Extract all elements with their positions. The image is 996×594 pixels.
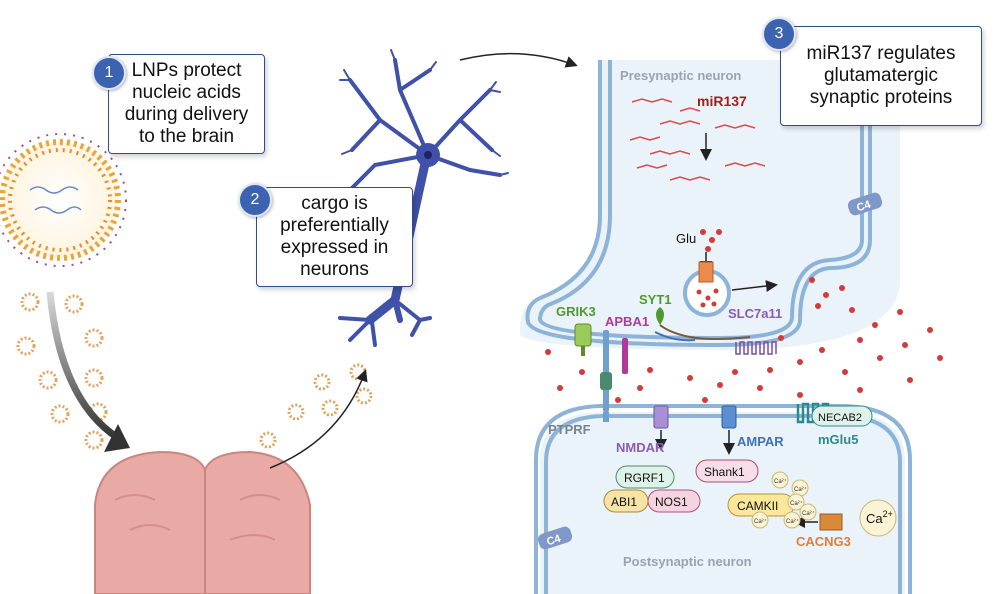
ampar-label: AMPAR bbox=[737, 434, 784, 449]
synaptic-vesicle bbox=[683, 261, 731, 317]
ca-large-circle bbox=[859, 499, 897, 537]
necab2-box bbox=[811, 405, 873, 427]
step-3-line-1: miR137 regulates bbox=[806, 43, 956, 64]
brain-illustration bbox=[94, 450, 311, 594]
camkii-label: CAMKII bbox=[737, 499, 778, 513]
step-2-line-1: cargo is bbox=[301, 193, 368, 214]
ca-small-1: Ca²⁺ bbox=[774, 478, 787, 485]
c4-tag-bottom-shape bbox=[537, 526, 573, 550]
step-1-line-1: LNPs protect bbox=[131, 60, 242, 81]
step-1-box: LNPs protect nucleic acids during delive… bbox=[108, 54, 265, 154]
step-3-line-3: synaptic proteins bbox=[809, 87, 953, 108]
ca-small-circles bbox=[751, 471, 817, 529]
syt1-protein bbox=[654, 307, 751, 342]
brain-to-neuron-arrow bbox=[269, 369, 368, 469]
vesicle-release-arrow bbox=[731, 280, 778, 292]
rgrf1-label: RGRF1 bbox=[624, 471, 665, 485]
ca-small-5: Ca²⁺ bbox=[754, 518, 767, 525]
glutamate-dots-cleft bbox=[545, 277, 943, 403]
apba1-protein bbox=[600, 330, 628, 412]
step-1-line-3: during delivery bbox=[124, 104, 249, 125]
step-2-line-2: preferentially bbox=[280, 215, 389, 236]
grik3-label: GRIK3 bbox=[556, 304, 596, 319]
step-2-box: cargo is preferentially expressed in neu… bbox=[256, 187, 413, 287]
ampar-receptor bbox=[721, 405, 737, 455]
syt1-label: SYT1 bbox=[639, 292, 672, 307]
presynaptic-terminal bbox=[520, 60, 900, 350]
grik3-receptor bbox=[574, 323, 592, 356]
cacng3-label: CACNG3 bbox=[796, 534, 851, 549]
apba1-label: APBA1 bbox=[605, 314, 649, 329]
c4-tag-top-shape bbox=[847, 192, 883, 216]
nmdar-receptor bbox=[653, 405, 669, 451]
step-1-badge: 1 bbox=[92, 56, 126, 90]
rgrf1-box bbox=[615, 465, 675, 489]
abi1-label: ABI1 bbox=[611, 495, 637, 509]
step-3-line-2: glutamatergic bbox=[823, 65, 939, 86]
lipid-nanoparticle bbox=[0, 133, 127, 267]
ca-large-label: Ca2+ bbox=[866, 509, 893, 526]
postsynaptic-terminal bbox=[534, 404, 912, 594]
necab2-label: NECAB2 bbox=[818, 412, 862, 424]
glu-label: Glu bbox=[676, 231, 696, 246]
step-1-line-4: to the brain bbox=[138, 126, 235, 147]
nos1-label: NOS1 bbox=[655, 495, 688, 509]
ptprf-label: PTPRF bbox=[548, 422, 591, 437]
ca-small-3: Ca²⁺ bbox=[790, 500, 803, 507]
delivery-arrowhead bbox=[104, 424, 130, 452]
step-2-line-4: neurons bbox=[300, 259, 369, 280]
step-1-line-2: nucleic acids bbox=[132, 82, 241, 103]
mir137-label: miR137 bbox=[697, 93, 747, 109]
step-2-badge: 2 bbox=[238, 183, 272, 217]
neuron-to-synapse-arrow bbox=[459, 52, 578, 68]
step-2-line-3: expressed in bbox=[280, 237, 389, 258]
postsynaptic-label: Postsynaptic neuron bbox=[623, 554, 752, 569]
ca-small-2: Ca²⁺ bbox=[794, 486, 807, 493]
c4-tag-bottom: C4 bbox=[545, 532, 563, 548]
ca-large-sup: 2+ bbox=[883, 509, 893, 519]
c4-tag-top: C4 bbox=[855, 198, 873, 214]
ca-small-6: Ca²⁺ bbox=[786, 518, 799, 525]
ptprf-protein bbox=[603, 412, 609, 422]
ca-large-text: Ca bbox=[866, 511, 883, 526]
step-3-badge: 3 bbox=[762, 17, 796, 51]
slc7a11-transporter bbox=[735, 341, 777, 355]
mirna-strands bbox=[629, 98, 766, 181]
presynaptic-label: Presynaptic neuron bbox=[620, 68, 741, 83]
shank1-box bbox=[695, 459, 759, 483]
glutamate-dots-top bbox=[700, 229, 722, 252]
ca-small-4: Ca²⁺ bbox=[802, 510, 815, 517]
nos1-box bbox=[647, 489, 701, 513]
mglu5-label: mGlu5 bbox=[818, 432, 858, 447]
slc7a11-label: SLC7a11 bbox=[728, 306, 782, 321]
shank1-label: Shank1 bbox=[704, 465, 745, 479]
step-3-box: miR137 regulates glutamatergic synaptic … bbox=[780, 26, 982, 126]
delivery-arrow bbox=[46, 291, 120, 441]
nmdar-label: NMDAR bbox=[616, 440, 665, 455]
